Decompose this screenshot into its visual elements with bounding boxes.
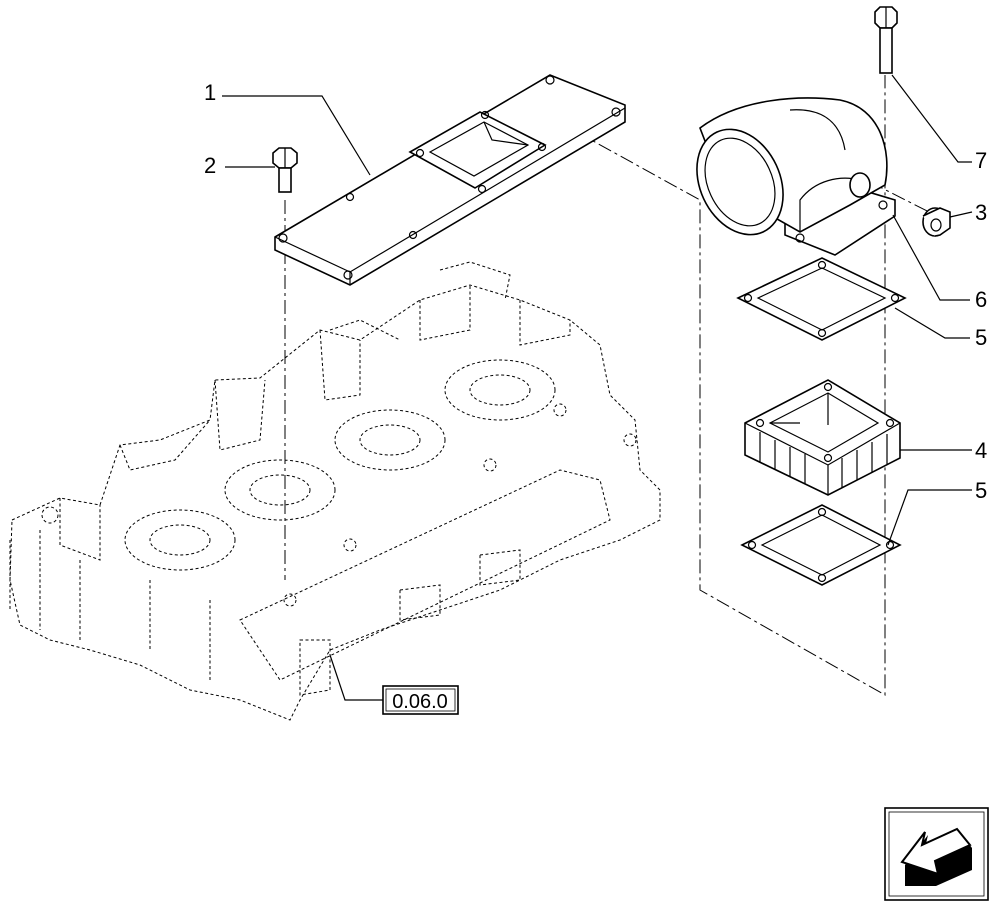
gasket-upper — [736, 257, 907, 341]
callout-7: 7 — [975, 148, 987, 173]
bolt-short — [272, 147, 298, 193]
callout-5-upper: 5 — [975, 325, 987, 350]
callout-4: 4 — [975, 438, 987, 463]
reference-box[interactable]: 0.06.0 — [382, 685, 459, 715]
spacer-block — [744, 379, 901, 496]
callout-1: 1 — [204, 80, 216, 105]
callout-6: 6 — [975, 287, 987, 312]
cover-plate — [274, 74, 626, 286]
reference-label: 0.06.0 — [392, 691, 448, 713]
callout-5-lower: 5 — [975, 478, 987, 503]
leader-lines — [222, 74, 973, 701]
callout-3: 3 — [975, 200, 987, 225]
gasket-lower — [740, 504, 902, 586]
cylinder-head-dashed — [9, 261, 661, 721]
plug-cap — [922, 207, 951, 237]
back-arrow-icon[interactable] — [884, 807, 989, 901]
intake-elbow — [696, 97, 896, 256]
callout-2: 2 — [204, 153, 216, 178]
bolt-long — [874, 6, 898, 74]
callout-labels: 1 2 3 4 5 5 6 7 — [204, 80, 987, 503]
